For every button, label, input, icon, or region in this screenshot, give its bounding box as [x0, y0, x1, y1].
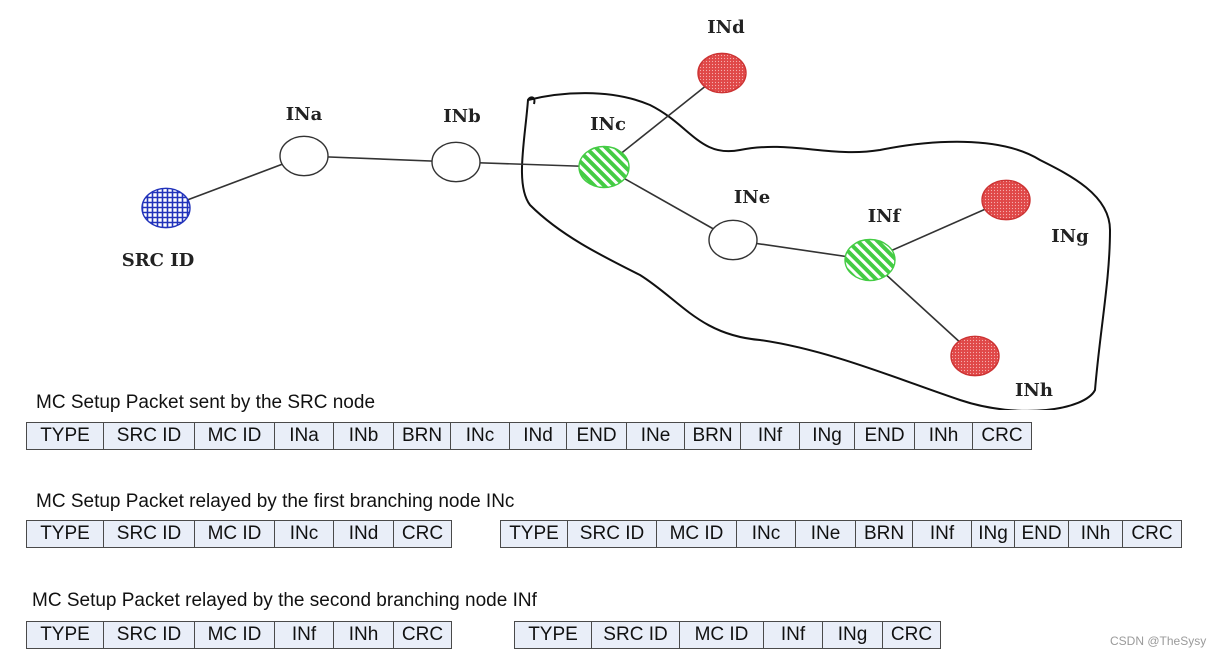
- node-label-ine: INe: [734, 187, 770, 208]
- packet-field: CRC: [973, 422, 1032, 450]
- caption-first-branch-packet: MC Setup Packet relayed by the first bra…: [36, 491, 515, 512]
- packet-field: INh: [915, 422, 973, 450]
- packet-field: INf: [741, 422, 800, 450]
- packet-field: TYPE: [26, 422, 104, 450]
- edges: [165, 72, 1007, 357]
- node-label-ing: INg: [1051, 226, 1089, 247]
- packet-field: BRN: [856, 520, 913, 548]
- packet-field: BRN: [394, 422, 451, 450]
- packet-field: INg: [800, 422, 855, 450]
- node-inh: [950, 335, 1000, 377]
- node-src: [141, 187, 191, 229]
- packet-field: BRN: [685, 422, 741, 450]
- edge-ina-inb: [303, 155, 457, 163]
- packet-field: INf: [275, 621, 334, 649]
- packet-field: INh: [1069, 520, 1123, 548]
- node-ing: [981, 179, 1031, 221]
- caption-second-branch-packet: MC Setup Packet relayed by the second br…: [32, 590, 537, 611]
- node-ina: [279, 135, 329, 177]
- caption-src-packet: MC Setup Packet sent by the SRC node: [36, 392, 376, 413]
- node-inf: [844, 238, 896, 282]
- edge-inc-ine: [603, 166, 734, 241]
- node-label-src: SRC ID: [122, 250, 195, 271]
- packet-field: SRC ID: [592, 621, 680, 649]
- packet-field: INh: [334, 621, 394, 649]
- packet-field: MC ID: [195, 520, 275, 548]
- node-inb: [431, 141, 481, 183]
- node-label-inb: INb: [443, 106, 480, 127]
- node-inc: [578, 145, 630, 189]
- packet-field: CRC: [394, 520, 452, 548]
- packet-field: END: [567, 422, 627, 450]
- edge-src-ina: [165, 155, 305, 209]
- packet-field: INc: [275, 520, 334, 548]
- packet-field: SRC ID: [104, 621, 195, 649]
- packet-field: INc: [737, 520, 796, 548]
- node-label-ina: INa: [286, 104, 323, 125]
- edge-inf-inh: [869, 259, 976, 357]
- packet-field: END: [1015, 520, 1069, 548]
- watermark: CSDN @TheSysy: [1110, 634, 1207, 648]
- packet-field: TYPE: [500, 520, 568, 548]
- packet-field: INf: [764, 621, 823, 649]
- packet-field: INf: [913, 520, 972, 548]
- node-ine: [708, 219, 758, 261]
- node-label-inf: INf: [868, 206, 902, 227]
- packet-field: CRC: [394, 621, 452, 649]
- nodes: [141, 52, 1031, 377]
- packet-field: MC ID: [195, 422, 275, 450]
- packet-field: CRC: [883, 621, 941, 649]
- packet-field: SRC ID: [568, 520, 657, 548]
- packet-field: TYPE: [26, 520, 104, 548]
- packet-field: INg: [972, 520, 1015, 548]
- edge-inc-ind: [603, 72, 723, 168]
- node-label-inh: INh: [1015, 380, 1053, 401]
- packet-field: INe: [627, 422, 685, 450]
- packet-field: INd: [510, 422, 567, 450]
- node-label-inc: INc: [590, 114, 626, 135]
- packet-field: INa: [275, 422, 334, 450]
- packet-field: TYPE: [514, 621, 592, 649]
- packet-field: INd: [334, 520, 394, 548]
- packet-field: TYPE: [26, 621, 104, 649]
- multicast-region-outline: [521, 92, 1112, 410]
- packet-field: CRC: [1123, 520, 1182, 548]
- packet-field: INc: [451, 422, 510, 450]
- packet-field: SRC ID: [104, 422, 195, 450]
- node-ind: [697, 52, 747, 94]
- packet-field: SRC ID: [104, 520, 195, 548]
- node-label-ind: INd: [707, 17, 745, 38]
- packet-field: MC ID: [657, 520, 737, 548]
- packet-field: INg: [823, 621, 883, 649]
- packet-field: INb: [334, 422, 394, 450]
- packet-field: INe: [796, 520, 856, 548]
- packet-field: MC ID: [195, 621, 275, 649]
- packet-field: END: [855, 422, 915, 450]
- packet-field: MC ID: [680, 621, 764, 649]
